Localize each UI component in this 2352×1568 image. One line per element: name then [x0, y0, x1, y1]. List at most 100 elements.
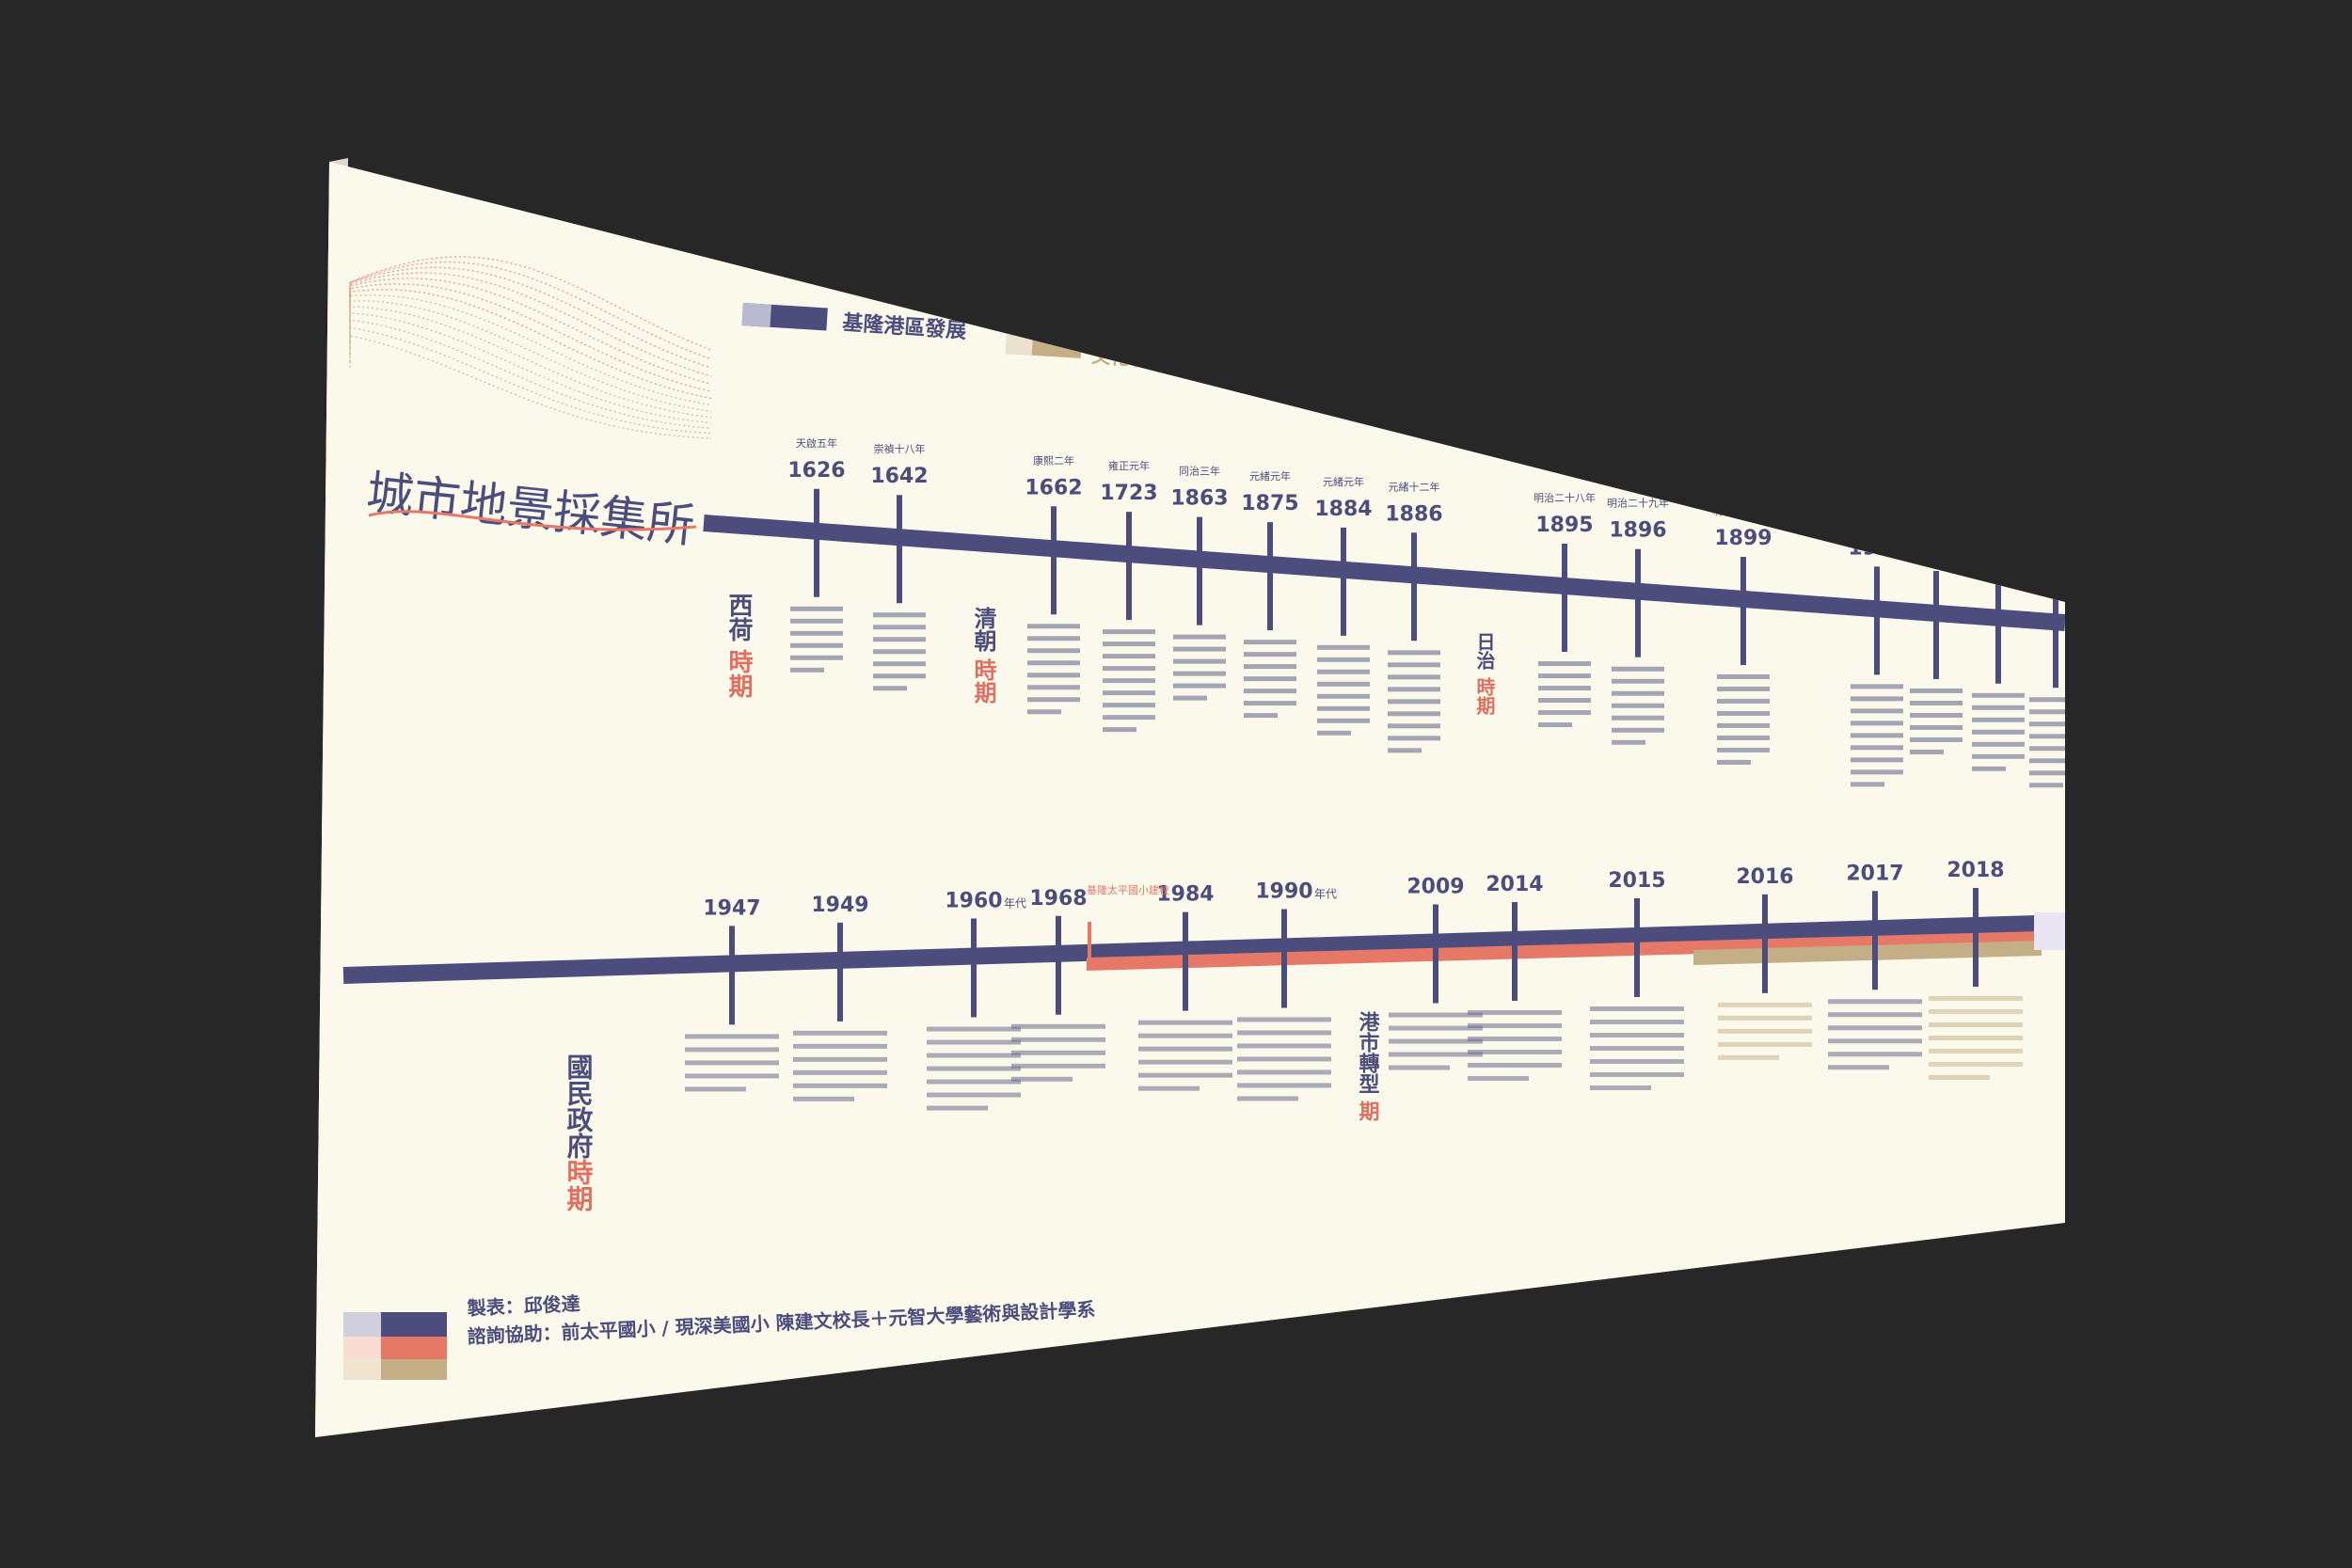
event-reign: 明治二十九年 — [1607, 497, 1669, 510]
desc-line — [1929, 1008, 2023, 1014]
desc-line — [793, 1030, 887, 1036]
event-year: 2014 — [1486, 873, 1543, 896]
desc-line — [1388, 723, 1440, 729]
desc-line — [1173, 695, 1207, 701]
desc-line — [1103, 641, 1155, 647]
desc-line — [1590, 1019, 1684, 1024]
event-reign: 元緒元年 — [1323, 475, 1364, 488]
desc-line — [790, 667, 824, 673]
desc-line — [1538, 686, 1591, 691]
era-rizhi: 日治 時期 — [1473, 632, 1496, 716]
event-year: 1920 — [1907, 541, 1964, 564]
desc-line — [1538, 661, 1591, 667]
desc-line — [1612, 739, 1645, 745]
desc-line — [1590, 1085, 1651, 1090]
credits-swatch-tan-light — [343, 1359, 381, 1380]
desc-line — [1103, 715, 1155, 721]
desc-line — [793, 1043, 887, 1049]
school-band — [1087, 912, 2065, 971]
desc-line — [1237, 1043, 1331, 1049]
desc-line — [1244, 640, 1296, 645]
desc-line — [1011, 1037, 1105, 1042]
desc-line — [1173, 634, 1226, 640]
event-year: 1626 — [787, 459, 845, 483]
desc-line — [1027, 636, 1080, 641]
desc-line — [1173, 646, 1226, 652]
wave-line — [349, 272, 712, 377]
desc-line — [1972, 692, 2025, 698]
event-reign: 雍正元年 — [1108, 459, 1150, 472]
bottom-event: 2018 — [1929, 859, 2023, 1080]
title-underline — [368, 510, 697, 531]
era-rizhi-main: 日治 — [1473, 632, 1496, 671]
era-xihe: 西荷 時期 — [724, 593, 753, 699]
desc-line — [790, 618, 843, 624]
event-reign: 康熙二年 — [1033, 453, 1074, 467]
desc-line — [1317, 669, 1370, 674]
desc-line — [1828, 1012, 1922, 1018]
event-reign: 昭和十六年 — [2030, 527, 2082, 540]
desc-line — [1389, 1025, 1483, 1031]
bottom-timeline-line — [342, 915, 2038, 984]
desc-line — [2029, 770, 2065, 776]
desc-line — [1851, 782, 1884, 787]
desc-line — [1929, 1048, 2023, 1053]
desc-line — [2029, 783, 2063, 788]
desc-line — [1718, 1015, 1812, 1021]
desc-line — [1244, 689, 1296, 694]
event-year: 2016 — [1736, 865, 1793, 889]
desc-line — [1910, 688, 1963, 693]
desc-line — [1237, 1030, 1331, 1036]
desc-line — [793, 1069, 887, 1075]
era-minguo-main: 國民政府 — [564, 1053, 595, 1160]
desc-line — [1717, 686, 1770, 691]
event-year: 1723 — [1100, 482, 1157, 505]
bottom-event: 1968 — [1011, 887, 1105, 1082]
desc-line — [1718, 1002, 1812, 1007]
event-year: 2015 — [1608, 869, 1665, 893]
top-event: 1723 雍正元年 — [1100, 459, 1158, 733]
desc-line — [1718, 1041, 1812, 1047]
desc-line — [790, 642, 843, 648]
desc-line — [1244, 664, 1296, 670]
desc-line — [1929, 995, 2023, 1001]
desc-line — [1173, 683, 1226, 689]
desc-line — [1244, 652, 1296, 657]
desc-line — [927, 1105, 988, 1111]
desc-line — [1317, 681, 1370, 687]
wave-decoration — [349, 256, 712, 439]
desc-line — [1972, 705, 2025, 710]
desc-line — [1972, 753, 2025, 759]
event-reign: 大正元年 — [1856, 514, 1898, 527]
desc-line — [1317, 730, 1351, 736]
desc-line — [1138, 1085, 1200, 1091]
desc-line — [1538, 710, 1591, 716]
desc-line — [2029, 734, 2065, 739]
desc-line — [1828, 1038, 1922, 1044]
event-year: 1896 — [1609, 519, 1666, 543]
bottom-event: 2017 — [1828, 862, 1922, 1070]
desc-line — [1612, 715, 1664, 721]
desc-line — [1103, 654, 1155, 659]
desc-line — [1389, 1012, 1483, 1018]
desc-line — [1027, 709, 1061, 715]
desc-line — [1851, 721, 1903, 726]
event-reign: 元緒十二年 — [1389, 480, 1440, 493]
legend-swatch-school — [1202, 357, 1279, 381]
wave-line — [349, 277, 712, 385]
desc-line — [1929, 1074, 1990, 1080]
top-event: 1896 明治二十九年 — [1607, 497, 1669, 745]
desc-line — [1468, 1022, 1562, 1028]
event-year: 1642 — [870, 465, 928, 488]
desc-line — [1389, 1065, 1450, 1070]
bottom-event: 1949 — [793, 894, 887, 1101]
desc-line — [1468, 1036, 1562, 1041]
wave-line — [349, 306, 712, 419]
desc-line — [1851, 708, 1903, 714]
desc-line — [927, 1079, 1021, 1085]
